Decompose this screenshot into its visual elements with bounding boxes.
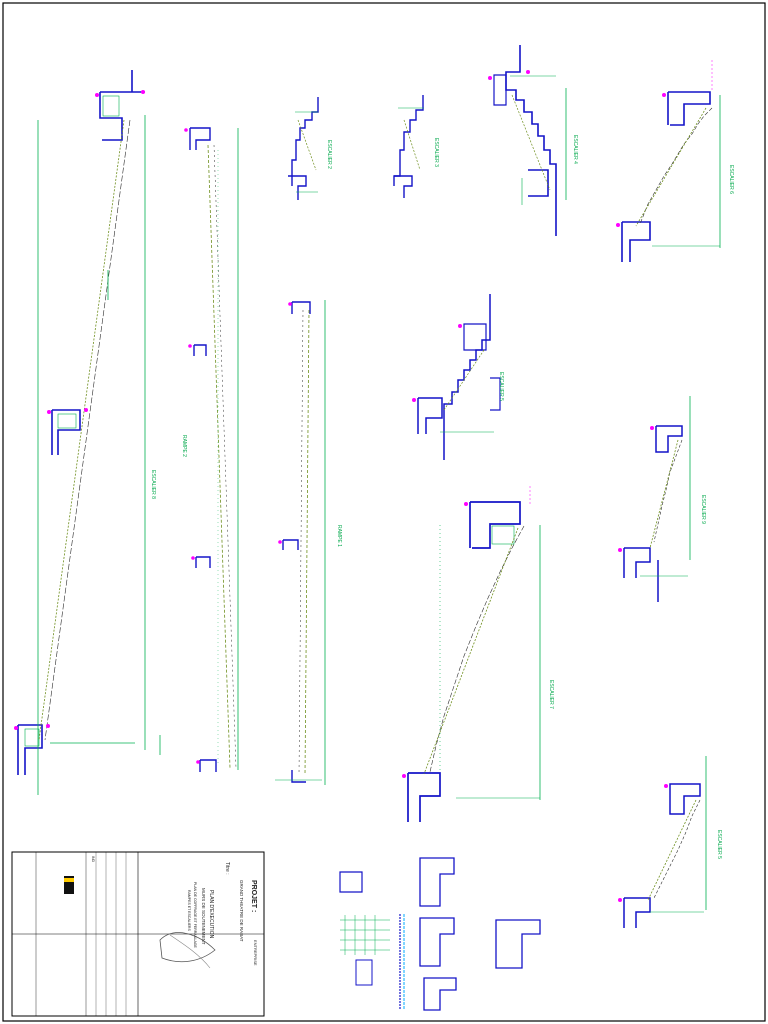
stair-escalier-7: ESCALIER 7 [407,486,554,822]
tb-project-name: GRAND THEATRE DE RABAT [239,880,244,942]
tb-projet: PROJET : [250,880,257,912]
wall-section-details [339,857,541,1011]
ramp-rampe-1: RAMPE 1 [275,300,342,785]
tb-plan-title: PLAN D'EXECUTION [208,890,214,939]
ramp-rampe-2: RAMPE 2 [181,127,239,772]
label-escalier-bottom-right: ESCALIER 5 [716,830,722,859]
tb-ind: IND [91,856,95,863]
stair-escalier-bottom-right: ESCALIER 5 [623,756,722,928]
tb-subtitle-2: PLAN DE COFFRAGE ET FERRAILLAGE [193,882,197,949]
stair-escalier-6: ESCALIER 6 [621,60,734,262]
stair-escalier-3: ESCALIER 3 [393,95,439,198]
stair-escalier-4: ESCALIER 4 [493,45,578,236]
label-rampe-2: RAMPE 2 [181,435,187,457]
label-escalier-4: ESCALIER 4 [572,135,578,164]
label-escalier-9: ESCALIER 9 [700,495,706,524]
tb-subtitle-1: MURS DE SOUTENEMENT [201,888,206,945]
tb-titre: Titre : [224,862,230,875]
stair-escalier-8: ESCALIER 8 [17,70,161,795]
label-rampe-1: RAMPE 1 [336,525,342,547]
level-markers [14,70,668,902]
tb-subtitle-3: RAMPES ET ESCALIERS [187,890,191,931]
stair-escalier-2: ESCALIER 2 [288,97,332,200]
title-block: PROJET : GRAND THEATRE DE RABAT Titre : … [11,851,265,1017]
label-escalier-8: ESCALIER 8 [150,470,156,499]
tb-company: ENTREPRISE [253,940,258,966]
label-escalier-7: ESCALIER 7 [548,680,554,709]
label-escalier-2: ESCALIER 2 [326,140,332,169]
stair-escalier-5: ESCALIER 5 [417,294,504,460]
stair-escalier-9: ESCALIER 9 [623,396,706,602]
label-escalier-3: ESCALIER 3 [433,138,439,167]
label-escalier-6: ESCALIER 6 [728,165,734,194]
label-escalier-5: ESCALIER 5 [498,372,504,401]
